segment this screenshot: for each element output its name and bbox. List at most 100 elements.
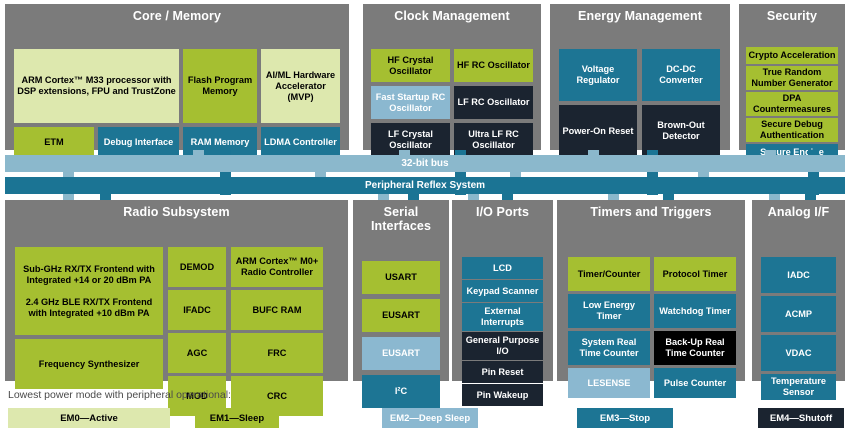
- bus-stub-radio-down-1: [63, 194, 74, 200]
- bus-32-bit: 32-bit bus: [5, 155, 845, 172]
- block-ultra-lf-rc-oscillator[interactable]: Ultra LF RC Oscillator: [454, 123, 533, 156]
- block-pin-wakeup[interactable]: Pin Wakeup: [462, 384, 543, 406]
- bus-stub-io-down-1: [468, 194, 479, 200]
- panel-title-io-ports: I/O Ports: [476, 205, 529, 219]
- block-backup-real-time-counter[interactable]: Back-Up Real Time Counter: [654, 331, 736, 365]
- panel-title-energy-management: Energy Management: [578, 9, 702, 23]
- bus-stub-clock-up-1: [399, 150, 410, 156]
- bus-stub-mid-1: [63, 172, 74, 177]
- block-ldma-controller[interactable]: LDMA Controller: [261, 127, 340, 157]
- panel-energy-management: Energy Management Voltage Regulator DC-D…: [550, 4, 730, 157]
- legend-item-em3: EM3—Stop: [577, 408, 673, 428]
- panel-core-memory: Core / Memory ARM Cortex™ M33 processor …: [5, 4, 349, 157]
- block-pulse-counter[interactable]: Pulse Counter: [654, 368, 736, 398]
- bus-stub-core-up-1: [193, 150, 204, 156]
- block-dc-dc-converter[interactable]: DC-DC Converter: [642, 49, 720, 101]
- bus-stub-mid-4: [698, 172, 709, 177]
- bus-stub-analog-down-2: [805, 194, 816, 200]
- block-acmp[interactable]: ACMP: [761, 296, 836, 332]
- block-low-energy-timer[interactable]: Low Energy Timer: [568, 294, 650, 328]
- block-bufc-ram[interactable]: BUFC RAM: [231, 290, 323, 330]
- bus-stub-security-up-2: [808, 150, 819, 195]
- block-demod[interactable]: DEMOD: [168, 247, 226, 287]
- bus-32-bit-label: 32-bit bus: [401, 158, 449, 169]
- block-secure-debug-authentication[interactable]: Secure Debug Authentication: [746, 118, 838, 142]
- panel-security: Security Crypto Acceleration True Random…: [739, 4, 845, 161]
- panel-radio-subsystem: Radio Subsystem Sub-GHz RX/TX Frontend w…: [5, 200, 348, 416]
- block-lcd[interactable]: LCD: [462, 257, 543, 279]
- block-rf-frontends[interactable]: Sub-GHz RX/TX Frontend with Integrated +…: [15, 247, 163, 335]
- block-frequency-synthesizer[interactable]: Frequency Synthesizer: [15, 339, 163, 389]
- legend-caption: Lowest power mode with peripheral operat…: [8, 389, 231, 401]
- block-protocol-timer[interactable]: Protocol Timer: [654, 257, 736, 291]
- block-general-purpose-io[interactable]: General Purpose I/O: [462, 332, 543, 360]
- panel-io-ports: I/O Ports LCD Keypad Scanner External In…: [452, 200, 553, 406]
- block-keypad-scanner[interactable]: Keypad Scanner: [462, 280, 543, 302]
- bus-stub-timers-down-2: [663, 194, 674, 200]
- bus-peripheral-reflex-system: Peripheral Reflex System: [5, 177, 845, 194]
- panel-title-analog-if: Analog I/F: [767, 205, 830, 219]
- block-timer-counter[interactable]: Timer/Counter: [568, 257, 650, 291]
- panel-serial-interfaces: Serial Interfaces USART EUSART EUSART I²…: [353, 200, 449, 408]
- legend-item-em2: EM2—Deep Sleep: [382, 408, 478, 428]
- block-power-on-reset[interactable]: Power-On Reset: [559, 105, 637, 157]
- block-ai-ml-hardware-accelerator[interactable]: AI/ML Hardware Accelerator (MVP): [261, 49, 340, 123]
- block-hf-rc-oscillator[interactable]: HF RC Oscillator: [454, 49, 533, 82]
- block-hf-crystal-oscillator[interactable]: HF Crystal Oscillator: [371, 49, 450, 82]
- block-fast-startup-rc-oscillator[interactable]: Fast Startup RC Oscillator: [371, 86, 450, 119]
- block-dpa-countermeasures[interactable]: DPA Countermeasures: [746, 92, 838, 116]
- block-lesense[interactable]: LESENSE: [568, 368, 650, 398]
- block-agc[interactable]: AGC: [168, 333, 226, 373]
- panel-title-serial-interfaces: Serial Interfaces: [370, 205, 432, 233]
- block-debug-interface[interactable]: Debug Interface: [98, 127, 179, 157]
- legend-item-em0: EM0—Active: [8, 408, 170, 428]
- bus-stub-security-up-1: [765, 150, 776, 156]
- panel-title-core-memory: Core / Memory: [132, 9, 222, 23]
- block-vdac[interactable]: VDAC: [761, 335, 836, 371]
- block-flash-program-memory[interactable]: Flash Program Memory: [183, 49, 257, 123]
- panel-analog-if: Analog I/F IADC ACMP VDAC Temperature Se…: [752, 200, 845, 400]
- bus-stub-clock-up-2: [455, 150, 466, 195]
- bus-stub-mid-3: [510, 172, 521, 177]
- block-usart[interactable]: USART: [362, 261, 440, 294]
- block-i2c[interactable]: I²C: [362, 375, 440, 408]
- block-crypto-acceleration[interactable]: Crypto Acceleration: [746, 47, 838, 64]
- bus-stub-core-up-2: [220, 150, 231, 195]
- block-brown-out-detector[interactable]: Brown-Out Detector: [642, 105, 720, 157]
- bus-stub-energy-up-1: [588, 150, 599, 156]
- legend-item-em4: EM4—Shutoff: [758, 408, 844, 428]
- block-eusart-em1[interactable]: EUSART: [362, 299, 440, 332]
- legend-item-em1: EM1—Sleep: [195, 408, 279, 428]
- bus-stub-io-down-2: [502, 194, 513, 200]
- block-lf-rc-oscillator[interactable]: LF RC Oscillator: [454, 86, 533, 119]
- block-pin-reset[interactable]: Pin Reset: [462, 361, 543, 383]
- panel-timers-and-triggers: Timers and Triggers Timer/Counter Protoc…: [557, 200, 745, 398]
- bus-stub-radio-down-2: [100, 194, 111, 200]
- block-etm[interactable]: ETM: [14, 127, 94, 157]
- bus-stub-energy-up-2: [647, 150, 658, 195]
- bus-stub-timers-down-1: [608, 194, 619, 200]
- bus-stub-analog-down-1: [769, 194, 780, 200]
- block-ifadc[interactable]: IFADC: [168, 290, 226, 330]
- panel-title-security: Security: [766, 9, 818, 23]
- panel-clock-management: Clock Management HF Crystal Oscillator H…: [363, 4, 541, 156]
- panel-title-clock-management: Clock Management: [394, 9, 510, 23]
- block-iadc[interactable]: IADC: [761, 257, 836, 293]
- panel-title-radio-subsystem: Radio Subsystem: [123, 205, 230, 219]
- block-arm-cortex-m33[interactable]: ARM Cortex™ M33 processor with DSP exten…: [14, 49, 179, 123]
- block-external-interrupts[interactable]: External Interrupts: [462, 303, 543, 331]
- block-lf-crystal-oscillator[interactable]: LF Crystal Oscillator: [371, 123, 450, 156]
- bus-prs-label: Peripheral Reflex System: [364, 180, 486, 191]
- block-system-real-time-counter[interactable]: System Real Time Counter: [568, 331, 650, 365]
- block-eusart-em2[interactable]: EUSART: [362, 337, 440, 370]
- block-frc[interactable]: FRC: [231, 333, 323, 373]
- bus-stub-serial-down-2: [408, 194, 419, 200]
- block-true-random-number-generator[interactable]: True Random Number Generator: [746, 66, 838, 90]
- block-watchdog-timer[interactable]: Watchdog Timer: [654, 294, 736, 328]
- panel-title-timers-and-triggers: Timers and Triggers: [590, 205, 712, 219]
- bus-stub-serial-down-1: [378, 194, 389, 200]
- block-voltage-regulator[interactable]: Voltage Regulator: [559, 49, 637, 101]
- block-temperature-sensor[interactable]: Temperature Sensor: [761, 374, 836, 400]
- block-arm-cortex-m0-radio-controller[interactable]: ARM Cortex™ M0+ Radio Controller: [231, 247, 323, 287]
